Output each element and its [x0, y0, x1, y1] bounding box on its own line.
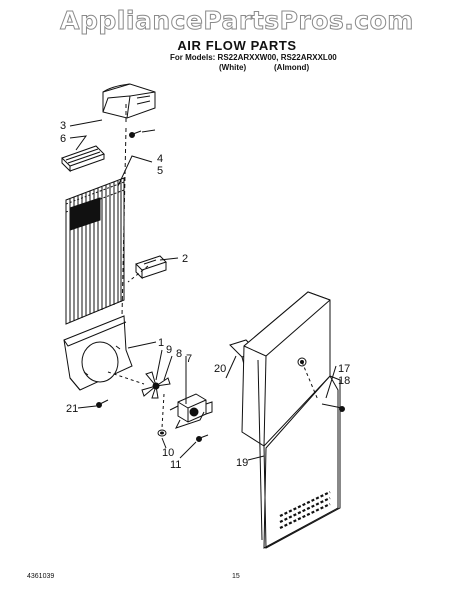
part-fan-blade: [141, 371, 171, 399]
callout-4: 4: [157, 153, 163, 165]
callout-8: 8: [176, 348, 182, 360]
color-almond-label: (Almond): [274, 63, 310, 72]
part-small-grille: [61, 145, 105, 173]
part-screw-18: [321, 403, 345, 412]
diagram-title: AIR FLOW PARTS: [177, 38, 297, 53]
callout-3: 3: [60, 120, 66, 132]
leader-lines: [69, 104, 337, 461]
callout-labels: 3 6 4 5 2 1 9 8 7 20 17 18 21 10 11 19: [60, 120, 350, 471]
callout-10: 10: [162, 447, 174, 459]
document-number: 4361039: [27, 573, 55, 580]
callout-11: 11: [170, 459, 181, 471]
part-fan-shroud: [63, 315, 133, 391]
part-fan-motor: [169, 393, 213, 429]
callout-1: 1: [158, 337, 164, 349]
color-white-label: (White): [219, 63, 247, 72]
callout-19: 19: [236, 457, 248, 469]
callout-6: 6: [60, 133, 66, 145]
part-screw-11: [196, 434, 209, 442]
callout-21: 21: [66, 403, 78, 415]
callout-5: 5: [157, 165, 163, 177]
watermark: AppliancePartsPros.com: [60, 6, 414, 36]
callout-9: 9: [166, 344, 172, 356]
part-screw-21: [96, 399, 109, 408]
part-grommet: [157, 429, 167, 437]
callout-20: 20: [214, 363, 226, 375]
callout-7: 7: [186, 353, 192, 365]
models-line: For Models: RS22ARXXW00, RS22ARXXL00: [170, 53, 337, 62]
callout-17: 17: [338, 363, 350, 375]
part-clip: [135, 255, 167, 280]
page-number: 15: [232, 573, 240, 580]
callout-2: 2: [182, 253, 188, 265]
part-screw-4: [129, 130, 142, 138]
callout-18: 18: [338, 375, 350, 387]
part-large-grille: [65, 177, 125, 325]
part-duct-cover: [102, 83, 156, 119]
part-rear-panel: [241, 291, 341, 549]
